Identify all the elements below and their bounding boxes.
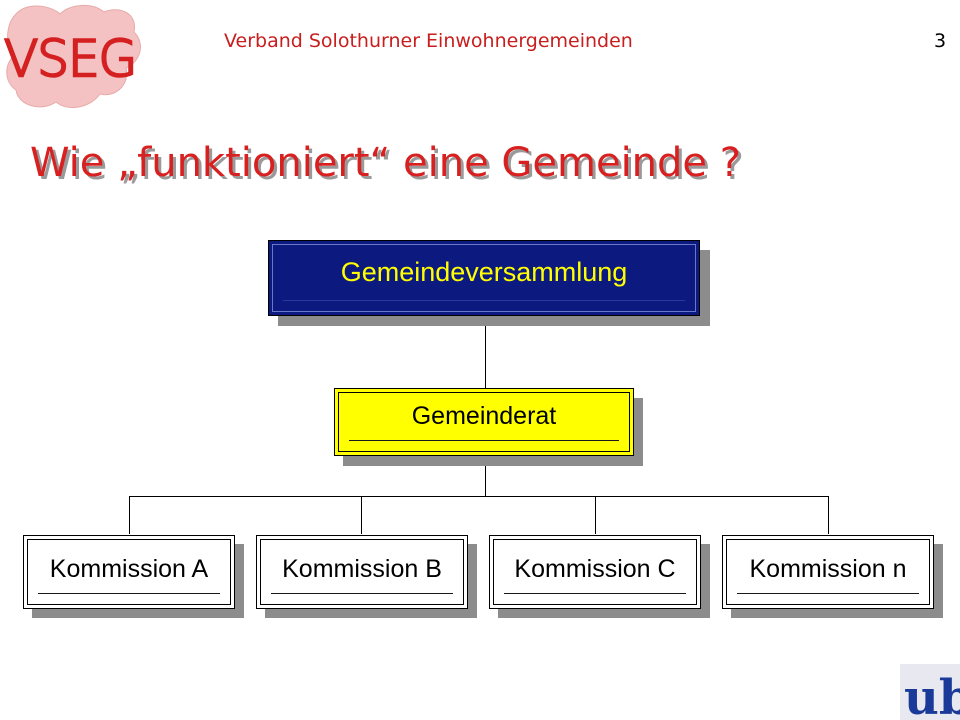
- vseg-logo: VSEG: [3, 5, 141, 109]
- vseg-logo-text: VSEG: [4, 30, 136, 88]
- connector-drop-a: [129, 496, 130, 534]
- connector-drop-b: [361, 496, 362, 534]
- connector-drop-n: [828, 496, 829, 534]
- node-kommission-a: Kommission A: [23, 535, 235, 609]
- page-number: 3: [934, 30, 947, 52]
- connector-council-bus: [485, 455, 486, 497]
- node-gemeinderat-label: Gemeinderat: [411, 401, 557, 430]
- node-kommission-c: Kommission C: [489, 535, 701, 609]
- node-kommission-b-label: Kommission B: [282, 554, 442, 583]
- node-gemeinderat: Gemeinderat: [334, 388, 634, 456]
- organization-name: Verband Solothurner Einwohnergemeinden: [224, 30, 633, 52]
- connector-bus: [129, 496, 829, 497]
- node-kommission-n: Kommission n: [722, 535, 934, 609]
- node-kommission-c-label: Kommission C: [514, 554, 676, 583]
- node-kommission-b: Kommission B: [256, 535, 468, 609]
- slide-title: Wie „funktioniert“ eine Gemeinde ?: [30, 140, 741, 186]
- node-gemeindeversammlung: Gemeindeversammlung: [268, 240, 700, 316]
- node-gemeindeversammlung-label: Gemeindeversammlung: [340, 256, 628, 287]
- ub-logo: ub: [900, 664, 960, 720]
- node-kommission-a-label: Kommission A: [49, 554, 209, 583]
- connector-root-council: [485, 326, 486, 388]
- node-kommission-n-label: Kommission n: [749, 554, 907, 583]
- connector-drop-c: [595, 496, 596, 534]
- ub-logo-text: ub: [904, 670, 960, 720]
